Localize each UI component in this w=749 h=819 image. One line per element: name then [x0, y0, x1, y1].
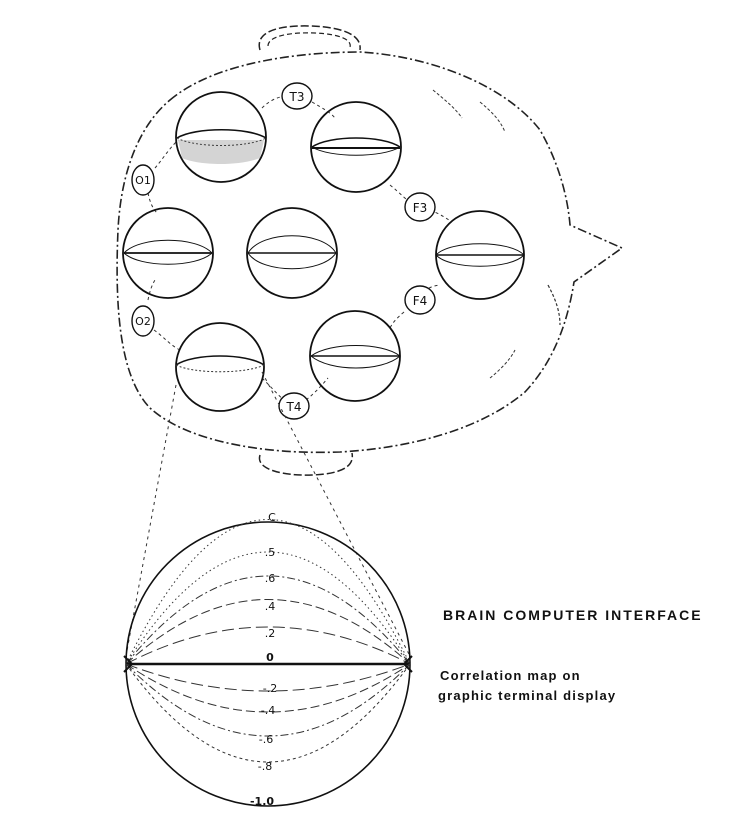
meridian--.4	[125, 663, 411, 713]
electrode-o2: O2	[131, 305, 155, 337]
sphere-6	[175, 322, 265, 412]
scale-label: .2	[265, 627, 276, 640]
meridian-.4	[125, 599, 411, 665]
figure-title: BRAIN COMPUTER INTERFACE	[443, 607, 703, 623]
electrode-t3: T3	[281, 82, 313, 110]
scale-label: -1.0	[250, 795, 274, 808]
scale-label: -.2	[263, 682, 277, 695]
sphere-4	[246, 207, 338, 299]
scale-label: 0	[266, 651, 274, 664]
projection-line-right	[261, 371, 411, 657]
head-outline	[116, 51, 624, 454]
sphere-3	[122, 207, 214, 299]
electrode-f3: F3	[404, 192, 436, 222]
sphere-1	[175, 91, 267, 183]
electrode-f3-label: F3	[413, 201, 428, 215]
pole-right	[402, 655, 413, 673]
electrode-f4: F4	[404, 285, 436, 315]
top-lobe-inner	[267, 32, 351, 48]
top-lobe	[258, 25, 361, 51]
meridian-.6	[125, 575, 411, 665]
sphere-2	[310, 101, 402, 193]
scale-label: C	[268, 511, 276, 524]
meridian--.6	[125, 663, 411, 737]
shading-mark-2	[479, 101, 506, 133]
meridian-c	[125, 519, 411, 665]
meridian--.2	[125, 663, 411, 692]
scale-label: .6	[265, 572, 276, 585]
electrode-o2-label: O2	[135, 315, 151, 328]
meridian-.2	[125, 626, 411, 665]
meridian-.5	[125, 551, 411, 665]
correlation-scale-labels: C .5 .6 .4 .2 0 -.2 -.4 -.6 -.8 -1.0	[250, 511, 277, 808]
electrode-t4: T4	[278, 392, 310, 420]
scale-label: .5	[265, 546, 276, 559]
caption-line-2: graphic terminal display	[438, 688, 617, 703]
correlation-map-sphere	[123, 519, 413, 807]
projection-line-left	[125, 384, 177, 657]
scale-label: .4	[265, 600, 276, 613]
shading-mark-1	[432, 89, 463, 119]
electrode-f4-label: F4	[413, 294, 428, 308]
bottom-lobe	[258, 452, 353, 476]
caption-line-1: Correlation map on	[440, 668, 581, 683]
sphere-7	[309, 310, 401, 402]
scale-label: -.6	[259, 733, 273, 746]
sphere-5	[435, 210, 525, 300]
scale-label: -.4	[261, 704, 275, 717]
shading-mark-3	[547, 284, 561, 326]
electrode-o1: O1	[131, 164, 155, 196]
pole-left	[123, 655, 134, 673]
electrode-t3-label: T3	[289, 90, 305, 104]
shading-mark-4	[489, 349, 516, 379]
scale-label: -.8	[258, 760, 272, 773]
electrode-t4-label: T4	[286, 400, 302, 414]
electrode-o1-label: O1	[135, 174, 151, 187]
